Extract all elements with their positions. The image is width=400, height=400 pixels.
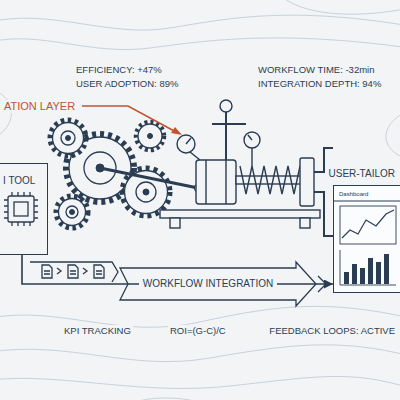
contour-line bbox=[120, 398, 215, 400]
base-foot bbox=[170, 218, 180, 228]
gear bbox=[50, 120, 86, 156]
metric-text: EFFICIENCY: +47% bbox=[74, 64, 164, 75]
flow-chevron bbox=[57, 268, 61, 274]
screen-header bbox=[334, 201, 400, 202]
clamp bbox=[314, 148, 333, 236]
chip-icon bbox=[4, 192, 38, 226]
document-lines bbox=[70, 271, 76, 274]
metric-text: USER ADOPTION: 89% bbox=[74, 78, 180, 89]
gear-teeth bbox=[56, 196, 88, 228]
layer-leader bbox=[82, 106, 182, 135]
document-icon bbox=[94, 265, 104, 278]
contour-line bbox=[280, 0, 400, 14]
spring bbox=[240, 166, 300, 194]
dashboard-screen bbox=[334, 186, 400, 292]
screen-title: Dashboard bbox=[337, 191, 370, 198]
gear-inner bbox=[61, 131, 75, 145]
bar bbox=[368, 258, 373, 284]
end-block bbox=[300, 158, 314, 206]
base-rail bbox=[160, 210, 320, 218]
metric-text: INTEGRATION DEPTH: 94% bbox=[256, 78, 383, 89]
gear-hub bbox=[143, 189, 149, 195]
dashboard-monitor: USER-TAILOR bbox=[333, 185, 400, 293]
gear bbox=[136, 122, 164, 150]
chip-pins bbox=[4, 192, 38, 226]
gauge-needle bbox=[248, 135, 252, 140]
lever-arm bbox=[212, 123, 246, 125]
document-lines bbox=[44, 271, 50, 274]
gauge bbox=[177, 135, 195, 153]
gear-rim bbox=[59, 199, 86, 226]
gear bbox=[56, 196, 88, 228]
gear-train bbox=[50, 120, 170, 228]
cylinder bbox=[196, 160, 236, 204]
gear-teeth bbox=[136, 122, 164, 150]
gauge-needle bbox=[186, 138, 191, 144]
chip-body bbox=[8, 196, 34, 222]
band-arrow bbox=[30, 262, 118, 282]
contour-line bbox=[0, 88, 11, 140]
screen-ground bbox=[334, 186, 400, 292]
gauge bbox=[244, 132, 260, 148]
document-outline bbox=[42, 265, 52, 278]
leader-head bbox=[171, 127, 182, 135]
bar bbox=[376, 262, 381, 284]
gear-rim bbox=[138, 124, 162, 148]
line-chart bbox=[342, 210, 394, 238]
gear-inner bbox=[136, 182, 156, 202]
contour-line bbox=[386, 110, 400, 160]
gauge-stem bbox=[251, 148, 252, 166]
connector-label: WORKFLOW INTEGRATION bbox=[139, 277, 277, 291]
chip-core bbox=[14, 202, 28, 216]
gear-hub bbox=[148, 134, 153, 139]
tool-box: I TOOL bbox=[0, 163, 48, 255]
chart-axis bbox=[340, 250, 396, 285]
document-outline bbox=[94, 265, 104, 278]
leader-line bbox=[82, 106, 176, 132]
gauge-stem bbox=[190, 152, 200, 160]
cylinder-bands bbox=[206, 160, 226, 204]
contour-line bbox=[0, 345, 400, 362]
contour-line bbox=[0, 38, 400, 50]
crank-arm bbox=[100, 168, 198, 188]
gear-hub bbox=[70, 210, 75, 215]
gear-hub bbox=[66, 136, 71, 141]
piston-mechanism bbox=[100, 100, 333, 236]
document-icon bbox=[68, 265, 78, 278]
bar bbox=[352, 264, 357, 284]
node-heading: I TOOL bbox=[3, 175, 35, 187]
gear-teeth bbox=[50, 120, 86, 156]
bar bbox=[384, 254, 389, 284]
lever-knob bbox=[220, 100, 232, 112]
gear-rim bbox=[53, 123, 84, 154]
footer-status: FEEDBACK LOOPS: ACTIVE bbox=[267, 325, 397, 336]
footer-metric: KPI TRACKING bbox=[62, 325, 133, 336]
bar bbox=[344, 272, 349, 284]
base-foot bbox=[300, 218, 310, 228]
contour-line bbox=[0, 376, 400, 388]
footer-formula: ROI=(G-C)/C bbox=[168, 325, 228, 336]
chart-frame bbox=[340, 206, 396, 244]
contour-line bbox=[0, 15, 400, 30]
gear-inner bbox=[66, 206, 78, 218]
document-outline bbox=[68, 265, 78, 278]
document-icon bbox=[42, 265, 52, 278]
lever-rod bbox=[225, 112, 227, 160]
node-heading: USER-TAILOR bbox=[327, 168, 398, 180]
document-lines bbox=[96, 271, 102, 274]
layer-callout: ATION LAYER bbox=[2, 100, 77, 113]
bar bbox=[360, 268, 365, 284]
bar-chart bbox=[344, 254, 389, 284]
metric-text: WORKFLOW TIME: -32min bbox=[256, 64, 376, 75]
flow-chevron bbox=[83, 268, 87, 274]
